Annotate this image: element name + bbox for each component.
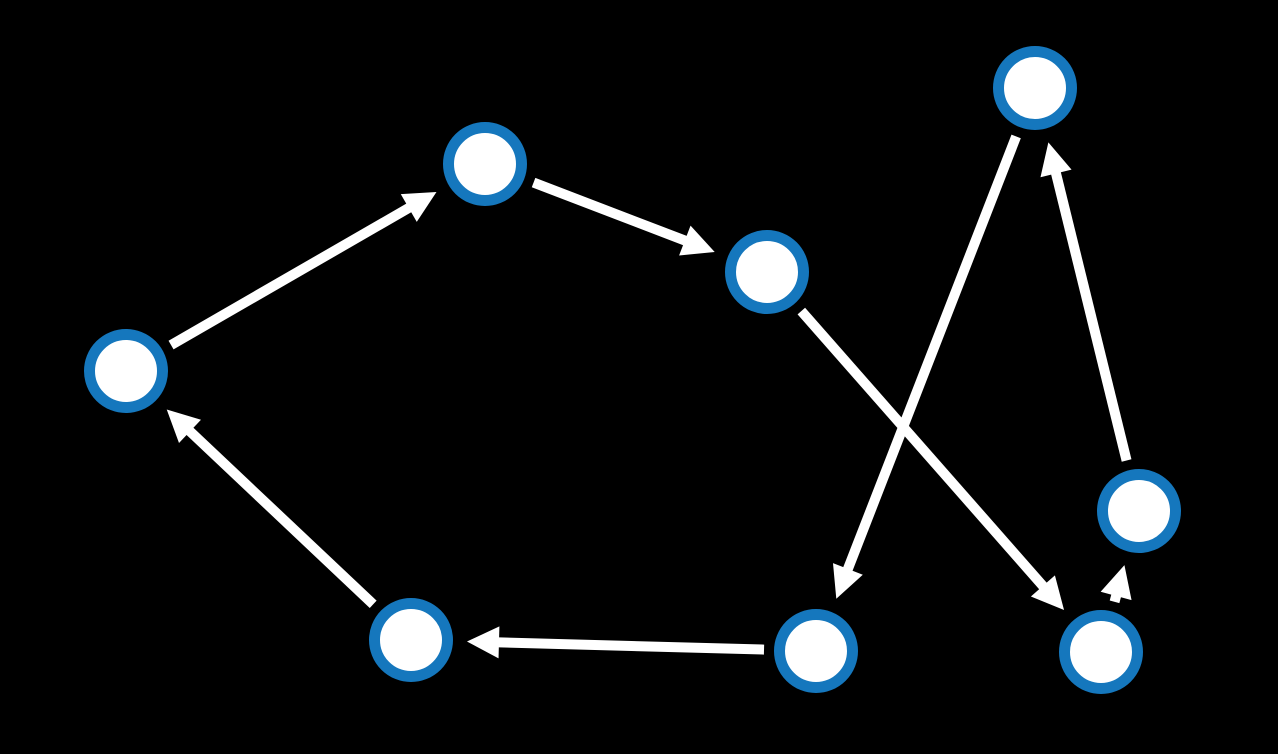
graph-edge-n1-n7 [832,134,1021,599]
graph-node-n3 [725,230,809,314]
edge-line [841,134,1021,575]
graph-node-n8 [1059,610,1143,694]
edge-line [797,307,1050,593]
arrowhead-icon [166,409,201,444]
arrowhead-icon [679,225,715,256]
arrowhead-icon [1100,565,1132,601]
graph-node-n1 [993,46,1077,130]
arrowhead-icon [400,191,437,222]
arrowhead-icon [466,626,500,659]
graph-node-n2 [443,122,527,206]
edge-line [168,201,415,350]
edge-line [1050,168,1132,462]
graph-node-n6 [369,598,453,682]
graph-edge-n5-n1 [1040,142,1132,462]
arrowhead-icon [1040,142,1072,178]
graph-edge-n7-n6 [466,626,765,659]
graph-edge-n4-n2 [168,191,437,350]
graph-node-n4 [84,329,168,413]
graph-node-n5 [1097,469,1181,553]
graph-edge-n3-n8 [797,307,1065,610]
edge-line [531,177,691,247]
arrowhead-icon [832,563,863,599]
graph-edge-n6-n4 [166,409,377,608]
graph-node-n7 [774,609,858,693]
arrowhead-icon [1030,575,1065,610]
graph-edge-n8-n5 [1100,565,1132,604]
graph-edge-n2-n3 [531,177,715,256]
edge-line [183,425,377,608]
edge-line [494,637,765,655]
